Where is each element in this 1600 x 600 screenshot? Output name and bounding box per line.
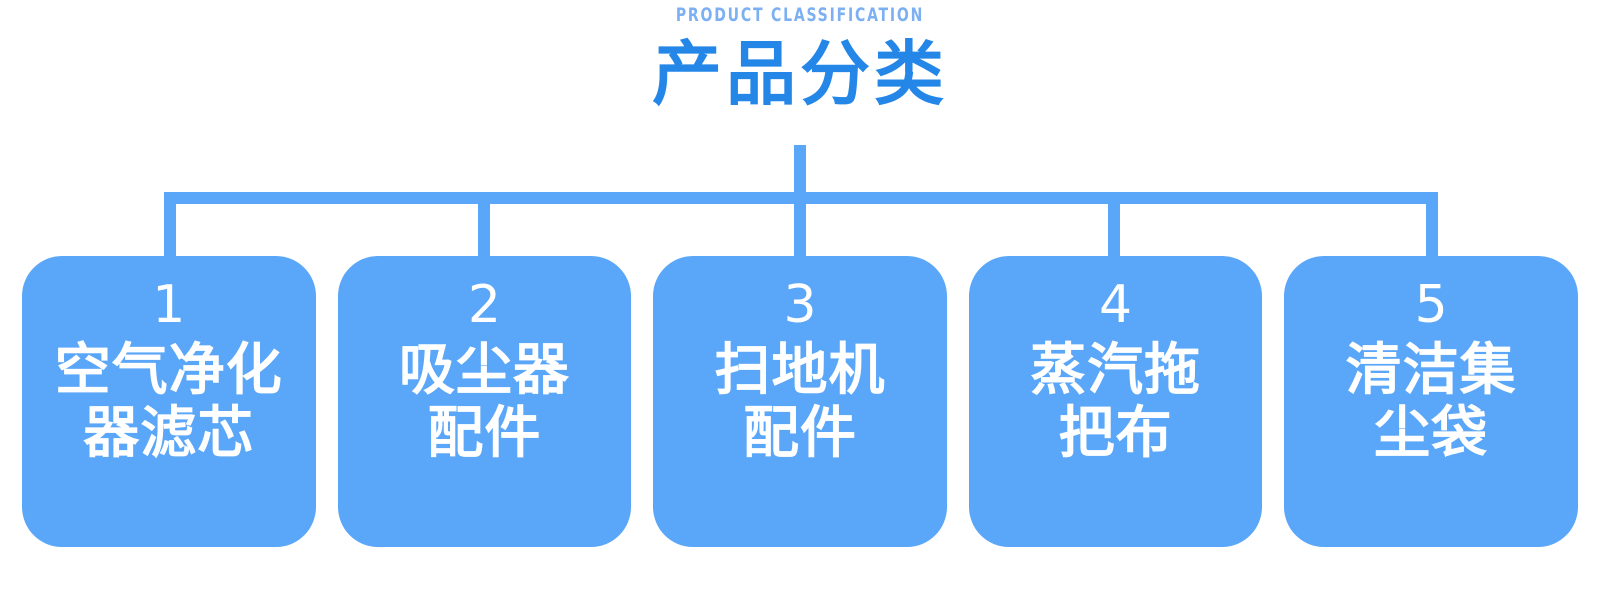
- category-number-4: 4: [1099, 275, 1133, 335]
- category-box-5[interactable]: 5 清洁集 尘袋: [1284, 256, 1578, 547]
- category-box-1[interactable]: 1 空气净化 器滤芯: [22, 256, 316, 547]
- diagram-header: PRODUCT CLASSIFICATION 产品分类: [0, 0, 1600, 115]
- connector-drop-2: [478, 192, 490, 258]
- connector-root-stem: [794, 145, 806, 205]
- category-label-4: 蒸汽拖 把布: [1030, 337, 1202, 466]
- category-label-2: 吸尘器 配件: [398, 337, 570, 466]
- category-number-5: 5: [1414, 275, 1448, 335]
- category-label-3: 扫地机 配件: [714, 337, 886, 466]
- category-box-2[interactable]: 2 吸尘器 配件: [337, 256, 632, 547]
- category-number-3: 3: [783, 275, 817, 335]
- category-box-3[interactable]: 3 扫地机 配件: [653, 256, 947, 547]
- subtitle-eyebrow: PRODUCT CLASSIFICATION: [675, 4, 925, 26]
- category-number-1: 1: [152, 275, 186, 335]
- category-box-4[interactable]: 4 蒸汽拖 把布: [968, 256, 1263, 547]
- category-number-2: 2: [467, 275, 501, 335]
- connector-drop-1: [164, 192, 176, 258]
- connector-drop-4: [1108, 192, 1120, 258]
- page-title: 产品分类: [652, 33, 948, 115]
- connector-drop-5: [1426, 192, 1438, 258]
- category-label-5: 清洁集 尘袋: [1345, 337, 1517, 466]
- connector-drop-3: [794, 192, 806, 258]
- category-box-row: 1 空气净化 器滤芯 2 吸尘器 配件 3 扫地机 配件 4 蒸汽拖 把布 5 …: [22, 256, 1578, 547]
- category-label-1: 空气净化 器滤芯: [54, 337, 283, 466]
